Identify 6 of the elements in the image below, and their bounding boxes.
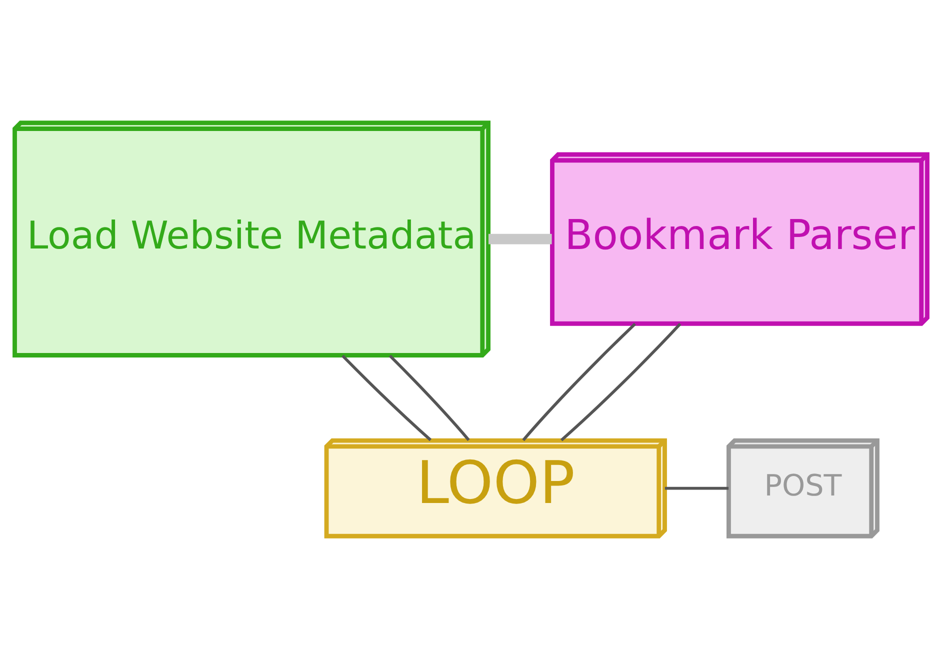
connector bbox=[342, 354, 432, 441]
connector bbox=[664, 486, 729, 490]
connector bbox=[560, 322, 682, 441]
connector bbox=[488, 233, 552, 244]
connector bbox=[522, 322, 636, 441]
connector bbox=[388, 354, 470, 440]
